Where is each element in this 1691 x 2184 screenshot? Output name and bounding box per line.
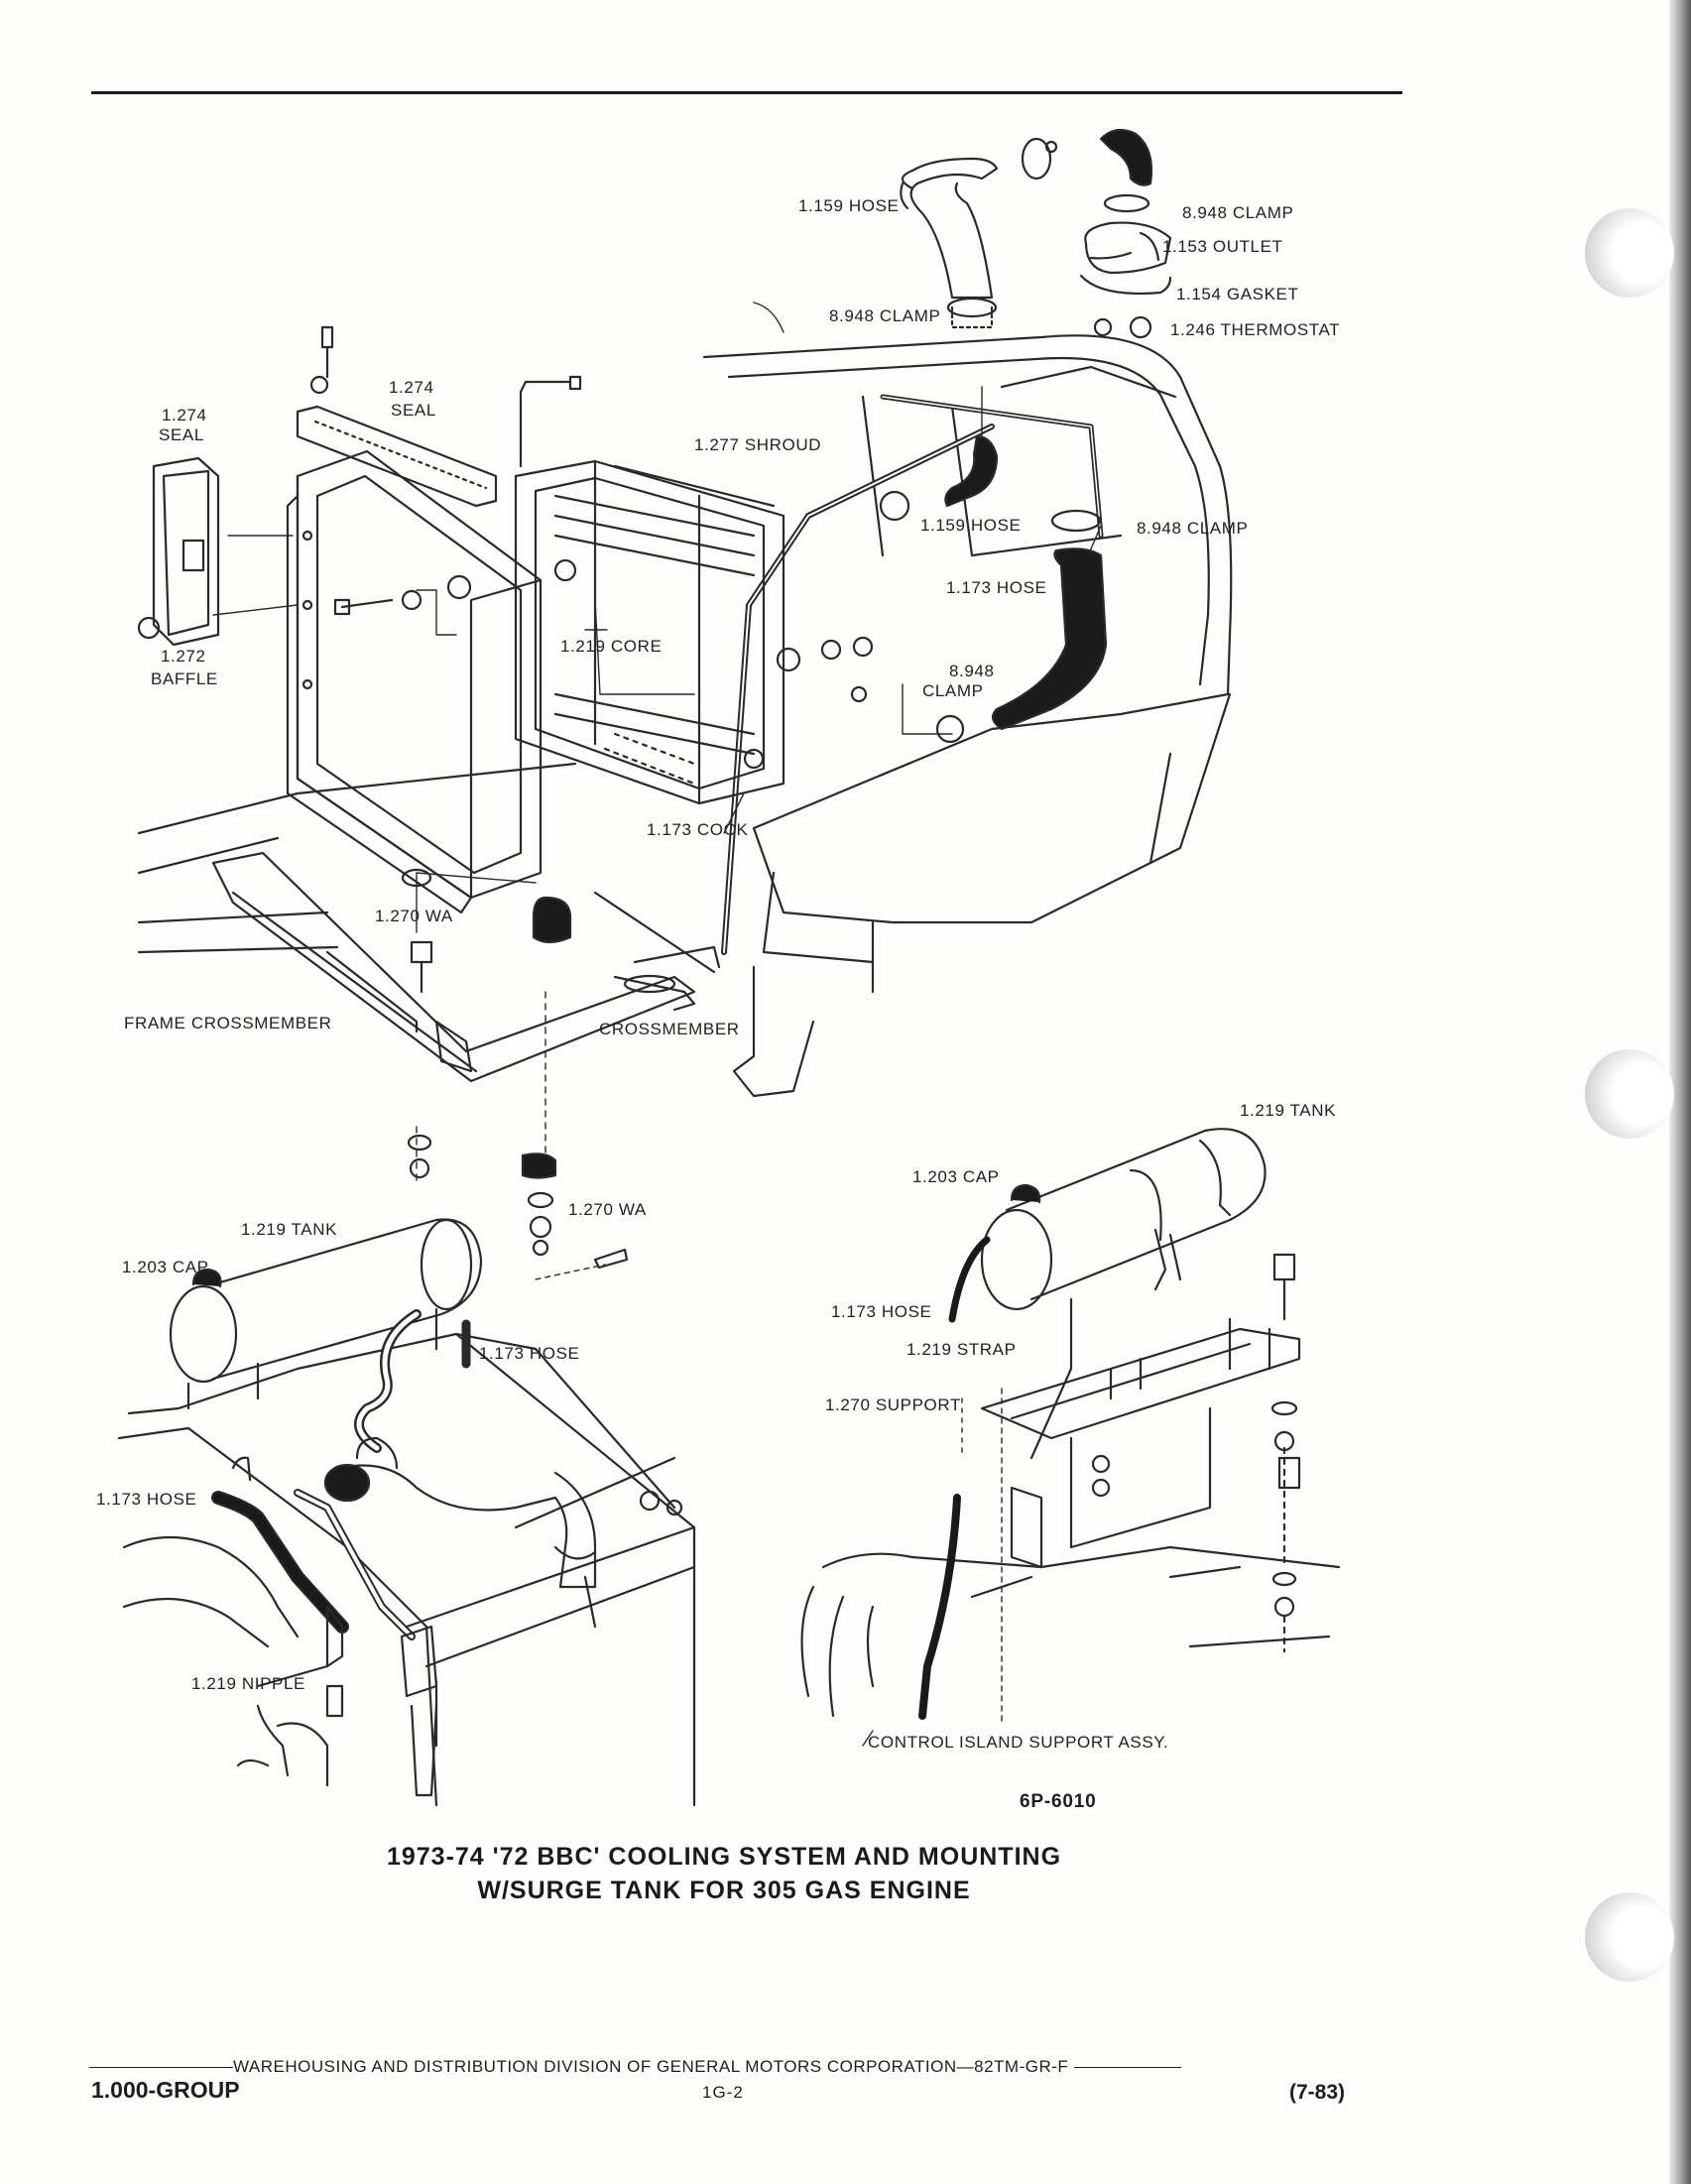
leader-lines xyxy=(212,302,1102,1280)
support-rod xyxy=(721,394,1104,955)
footer-group: 1.000-GROUP xyxy=(91,2077,240,2103)
caption-line-2: W/SURGE TANK FOR 305 GAS ENGINE xyxy=(477,1877,971,1904)
callout-1246-thermostat: 1.246 THERMOSTAT xyxy=(1170,320,1340,339)
callout-1219-tank-left: 1.219 TANK xyxy=(241,1220,337,1239)
figure-number: 6P-6010 xyxy=(1020,1791,1097,1812)
binder-hole-bottom xyxy=(1585,1892,1674,1982)
callout-1270-support: 1.270 SUPPORT xyxy=(825,1395,961,1414)
callout-1173-hose-left-upper: 1.173 HOSE xyxy=(479,1344,579,1363)
callout-1274-seal-number: 1.274 xyxy=(389,378,434,397)
callout-1219-strap: 1.219 STRAP xyxy=(906,1340,1017,1359)
frame-crossmember xyxy=(137,762,815,1098)
radiator-hoses xyxy=(879,434,1108,744)
seal-strips xyxy=(152,405,498,647)
callout-1274-seal-text: SEAL xyxy=(391,401,436,420)
footer-revision-date: (7-83) xyxy=(1289,2081,1346,2104)
callout-1173-hose-left-lower: 1.173 HOSE xyxy=(96,1490,196,1509)
footer-division-text: WAREHOUSING AND DISTRIBUTION DIVISION OF… xyxy=(233,2057,1069,2076)
callout-1173-cock: 1.173 COCK xyxy=(647,820,748,839)
callout-8948-clamp-b: 8.948 CLAMP xyxy=(829,306,940,325)
radiator-shroud-frame xyxy=(286,449,543,914)
callout-frame-crossmember: FRAME CROSSMEMBER xyxy=(124,1014,332,1032)
callout-1274-seal-left-text: SEAL xyxy=(159,425,204,444)
callout-1173-hose-mid: 1.173 HOSE xyxy=(946,578,1046,597)
callout-1203-cap-left: 1.203 CAP xyxy=(122,1258,209,1276)
callout-labels: 1.159 HOSE 8.948 CLAMP 1.153 OUTLET 1.15… xyxy=(96,196,1340,1752)
mount-hardware xyxy=(401,868,629,1270)
callout-1277-shroud: 1.277 SHROUD xyxy=(694,435,821,454)
callout-1153-outlet: 1.153 OUTLET xyxy=(1162,237,1283,256)
surge-tank-right-assembly xyxy=(800,1128,1341,1747)
callout-1272-baffle-text: BAFFLE xyxy=(151,669,218,688)
footer-page-number: 1G-2 xyxy=(702,2083,744,2102)
callout-1154-gasket: 1.154 GASKET xyxy=(1176,285,1298,303)
callout-1274-seal-left-number: 1.274 xyxy=(162,406,207,425)
callout-1270-wa-upper: 1.270 WA xyxy=(375,907,453,925)
callout-1159-hose-mid: 1.159 HOSE xyxy=(920,516,1021,535)
callout-8948-clamp-a: 8.948 CLAMP xyxy=(1182,203,1293,222)
fasteners xyxy=(137,325,874,770)
footer-division-line: WAREHOUSING AND DISTRIBUTION DIVISION OF… xyxy=(89,2057,1359,2077)
callout-1219-tank-right: 1.219 TANK xyxy=(1240,1101,1336,1120)
header-rule xyxy=(91,91,1402,94)
cab-outline xyxy=(702,334,1233,994)
callout-1173-hose-right: 1.173 HOSE xyxy=(831,1302,931,1321)
footer-rule-right xyxy=(1073,2067,1181,2069)
page-edge-shadow xyxy=(1669,0,1691,2184)
footer-rule-left xyxy=(89,2067,233,2069)
upper-hose-assembly xyxy=(900,128,1172,339)
caption-line-1: 1973-74 '72 BBC' COOLING SYSTEM AND MOUN… xyxy=(386,1843,1062,1871)
surge-tank-left-assembly xyxy=(117,1218,696,1807)
callout-1159-hose-top: 1.159 HOSE xyxy=(798,196,899,215)
binder-hole-top xyxy=(1585,208,1674,298)
binder-hole-middle xyxy=(1585,1049,1674,1139)
callout-1219-core: 1.219 CORE xyxy=(560,637,662,656)
callout-8948-clamp-d-text: CLAMP xyxy=(922,681,984,700)
callout-1270-wa-lower: 1.270 WA xyxy=(568,1200,647,1219)
callout-1219-nipple: 1.219 NIPPLE xyxy=(191,1674,305,1693)
callout-8948-clamp-d-number: 8.948 xyxy=(949,662,995,680)
callout-1203-cap-right: 1.203 CAP xyxy=(912,1167,1000,1186)
callout-8948-clamp-c: 8.948 CLAMP xyxy=(1137,519,1248,538)
callout-control-island-support: CONTROL ISLAND SUPPORT ASSY. xyxy=(868,1733,1168,1752)
radiator-core xyxy=(514,459,785,805)
callout-1272-baffle-number: 1.272 xyxy=(161,647,206,666)
callout-crossmember: CROSSMEMBER xyxy=(599,1020,740,1038)
